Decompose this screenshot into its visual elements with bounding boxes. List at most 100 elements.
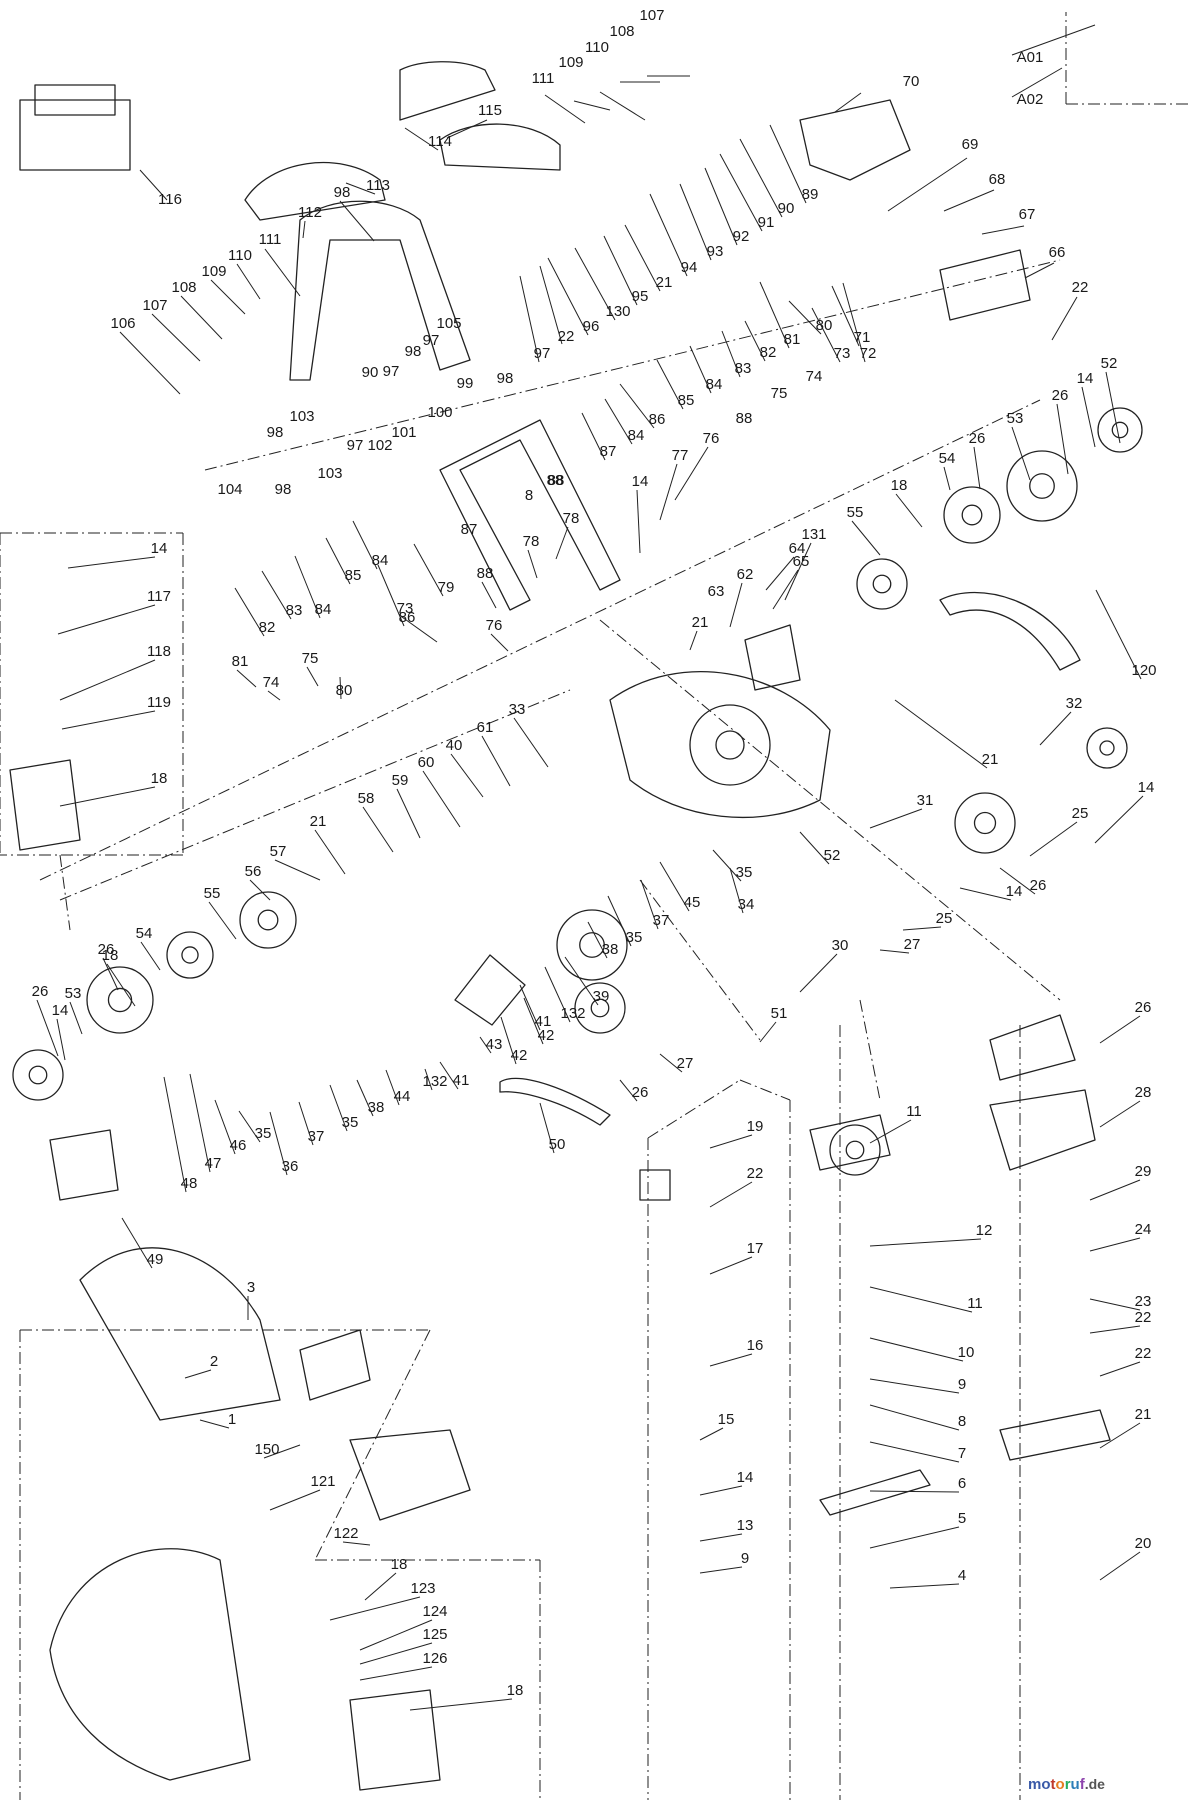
part-number-label: 26 [1052,387,1069,404]
part-number-label: 14 [632,473,649,490]
leader-line [709,1256,753,1275]
part-number-label: 84 [315,601,332,618]
part-number-label: 38 [368,1099,385,1116]
leader-line [236,669,257,688]
part-number-label: 4 [958,1567,966,1584]
leader-line [450,753,484,798]
leader-line [943,189,995,212]
leader-line [249,879,271,901]
part-number-label: 14 [1077,370,1094,387]
watermark-letter: o [1056,1776,1065,1793]
leader-line [619,383,655,429]
part-number-label: 26 [98,941,115,958]
leader-line [377,564,405,627]
part-number-label: 83 [735,360,752,377]
part-number-label: 80 [336,682,353,699]
part-number-label: 37 [308,1128,325,1145]
leader-line [422,770,461,828]
leader-line [409,1698,513,1711]
leader-line [894,699,988,769]
leader-line [709,1353,753,1367]
part-number-label: 110 [228,247,252,264]
part-number-label: 84 [628,427,645,444]
part-number-label: 21 [1135,1406,1152,1423]
part-number-label: 73 [834,345,851,362]
leader-line [574,247,616,321]
leader-line [547,257,589,336]
part-number-label: 126 [422,1650,447,1667]
part-number-label: 26 [1135,999,1152,1016]
leader-line [544,94,586,124]
part-number-label: 54 [136,925,153,942]
part-number-label: 120 [1131,662,1156,679]
part-number-label: 125 [422,1626,447,1643]
leader-line [811,307,841,363]
part-outline [989,1014,1076,1081]
part-number-label: 99 [457,375,474,392]
part-number-label: 100 [427,404,452,421]
part-number-label: 37 [653,912,670,929]
leader-line [744,320,766,362]
leader-line [236,263,261,300]
leader-line [139,169,168,201]
leader-line [1056,403,1069,475]
part-number-label: 76 [486,617,503,634]
part-number-label: 84 [372,552,389,569]
leader-line [1105,371,1121,444]
part-number-label: 74 [263,674,280,691]
part-number-label: 16 [747,1337,764,1354]
part-outline [639,1169,671,1201]
leader-line [869,1337,964,1362]
part-outline [257,909,279,931]
part-number-label: 122 [333,1525,358,1542]
part-number-label: 31 [917,792,934,809]
leader-line [869,1238,982,1247]
part-number-label: 64 [789,540,806,557]
leader-line [385,1069,400,1106]
watermark-letter: m [1028,1776,1041,1793]
leader-line [831,285,860,347]
leader-line [799,953,838,993]
part-number-label: 50 [549,1136,566,1153]
part-number-label: 72 [860,345,877,362]
leader-line [887,157,968,212]
leader-line [36,999,59,1057]
leader-line [959,887,1012,901]
part-number-label: 104 [217,481,242,498]
leader-line [1051,296,1078,341]
part-number-label: 44 [394,1088,411,1105]
leader-line [729,582,743,628]
part-outline [12,1049,64,1101]
part-number-label: 113 [366,177,390,194]
leader-line [699,1566,743,1574]
part-number-label: 87 [600,443,617,460]
leader-line [604,398,633,445]
part-number-label: 81 [784,331,801,348]
leader-line [788,300,822,335]
part-outline [609,671,831,819]
leader-line [573,100,611,111]
part-number-label: 21 [982,751,999,768]
part-outline [999,1409,1111,1461]
part-number-label: 114 [428,133,452,150]
leader-line [56,1018,66,1061]
leader-line [699,1485,743,1496]
leader-line [759,1021,777,1043]
leader-line [1089,1298,1141,1311]
part-number-label: 22 [558,328,575,345]
part-number-label: 103 [317,465,342,482]
part-outline [954,792,1016,854]
part-outline [454,954,526,1026]
leader-line [519,275,540,363]
part-outline [1111,421,1129,439]
part-number-label: 75 [302,650,319,667]
leader-line [39,399,1041,881]
leader-line [1089,1237,1141,1252]
part-number-label: A01 [1017,49,1044,66]
part-number-label: 26 [1030,877,1047,894]
leader-line [329,1084,348,1132]
part-number-label: 65 [793,553,810,570]
part-number-label: 71 [854,329,871,346]
leader-line [446,119,488,139]
leader-line [263,1444,301,1459]
